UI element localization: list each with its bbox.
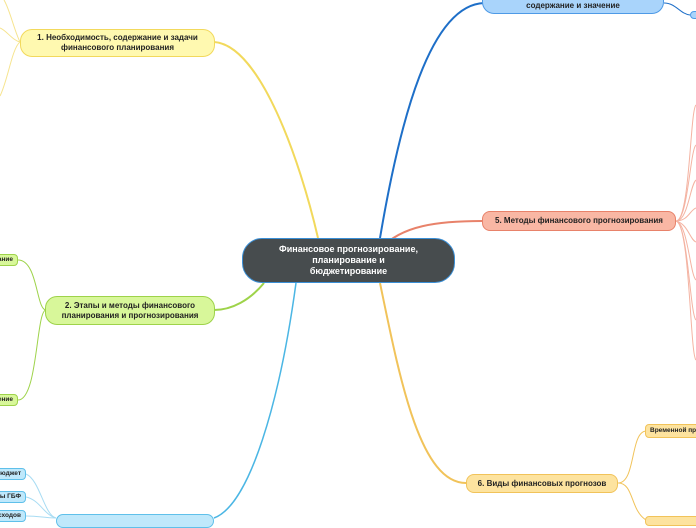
topic-forecast-types[interactable]: 6. Виды финансовых прогнозов [466, 474, 618, 493]
subtopic-blue-1[interactable] [690, 11, 696, 19]
topic-cyan-partial[interactable] [56, 514, 214, 528]
topic-necessity-planning[interactable]: 1. Необходимость, содержание и задачи фи… [20, 29, 215, 57]
connector-topic-2-child [17, 259, 47, 311]
connector-topic-5-children [675, 104, 696, 361]
subtopic-cyan-1[interactable]: бюджет [0, 468, 26, 480]
connector-topic-3-child [25, 496, 57, 519]
topic-forecast-methods[interactable]: 5. Методы финансового прогнозирования [482, 211, 676, 231]
connector-topic-6 [379, 282, 467, 484]
subtopic-orange-1[interactable]: Временной пр [645, 424, 696, 438]
connector-topic-4-child [663, 2, 691, 16]
topic-stages-methods[interactable]: 2. Этапы и методы финансового планирован… [45, 296, 215, 325]
topic-content-meaning[interactable]: содержание и значение [482, 0, 664, 14]
connector-topic-1 [213, 41, 319, 239]
connector-topic-1-child [0, 41, 21, 97]
connector-topic-3-child [25, 515, 57, 519]
central-topic[interactable]: Финансовое прогнозирование, планирование… [242, 238, 455, 283]
subtopic-cyan-2[interactable]: ты ГБФ [0, 491, 26, 503]
subtopic-cyan-3[interactable]: сходов [0, 510, 26, 522]
connector-topic-3 [213, 282, 297, 519]
subtopic-green-2[interactable]: ение [0, 394, 18, 406]
connector-topic-4 [379, 2, 485, 239]
connector-topic-1-child [3, 0, 21, 43]
connector-topic-6-child [617, 482, 647, 520]
connector-topic-6-child [617, 430, 647, 484]
connector-topic-2-child [17, 309, 47, 401]
connector-topic-1-child [0, 27, 21, 43]
subtopic-green-1[interactable]: ание [0, 254, 18, 266]
connector-topic-3-child [25, 473, 57, 519]
subtopic-orange-2[interactable] [645, 516, 696, 526]
connector-topic-2 [213, 282, 265, 311]
